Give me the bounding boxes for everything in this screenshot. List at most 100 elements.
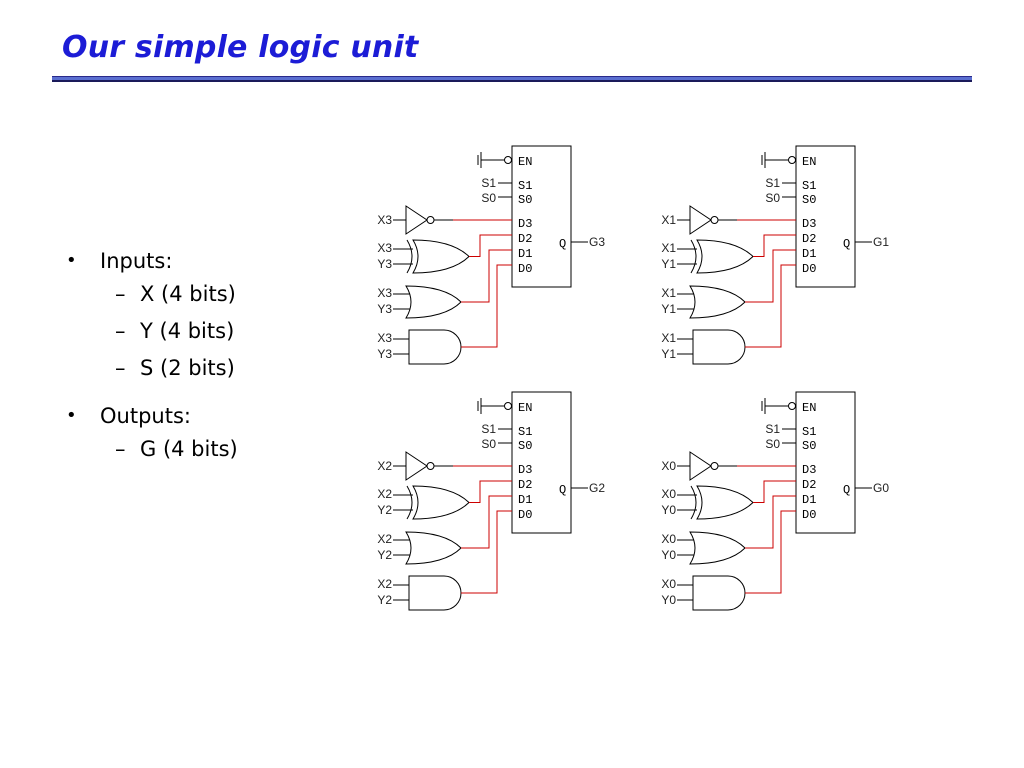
input-label-y: Y2 [377,503,392,517]
input-label-x: X3 [377,331,392,345]
input-label-y: Y1 [661,302,676,316]
input-label-x: X0 [661,459,676,473]
mux-pin-en: EN [802,401,816,415]
input-label-y: Y0 [661,503,676,517]
mux-pin-d0: D0 [802,508,816,522]
mux-pin-d2: D2 [518,232,532,246]
mux-pin-s0: S0 [802,439,816,453]
sub-bullet-text: G (4 bits) [140,437,238,461]
bullet-outputs: • Outputs: [60,401,238,431]
mux-box [511,391,572,534]
xor-gate-icon [696,485,754,520]
input-label-y: Y3 [377,302,392,316]
xor-gate-back-arc [690,485,697,520]
mux-pin-d1: D1 [802,247,816,261]
mux-pin-q: Q [843,483,850,497]
mux-pin-s1: S1 [802,425,816,439]
mux-data-wire-d0 [461,264,512,348]
input-label-y: Y0 [661,548,676,562]
enable-bubble [788,402,796,410]
and-gate-icon [692,575,746,611]
input-label-y: Y0 [661,593,676,607]
mux-pin-s0: S0 [518,193,532,207]
mux-data-wire-d1 [745,495,796,549]
sub-bullet: –X (4 bits) [60,276,238,313]
input-label-x: X0 [661,487,676,501]
bullet-dot-icon: • [66,250,77,271]
mux-box [511,145,572,288]
sub-bullet: –Y (4 bits) [60,313,238,350]
select-label-s0: S0 [765,437,780,451]
mux-pin-q: Q [559,237,566,251]
mux-pin-q: Q [843,237,850,251]
bullet-list: • Inputs: –X (4 bits) –Y (4 bits) –S (2 … [60,246,238,468]
mux-pin-en: EN [518,401,532,415]
mux-data-wire-d1 [461,495,512,549]
dash-icon: – [115,319,126,343]
title-rule [52,76,972,82]
mux-pin-s0: S0 [802,193,816,207]
mux-box [795,391,856,534]
input-label-x: X3 [377,241,392,255]
dash-icon: – [115,282,126,306]
not-gate-bubble [426,216,435,224]
xor-gate-icon [696,239,754,274]
or-gate-icon [405,531,462,565]
mux-pin-d3: D3 [518,217,532,231]
mux-pin-q: Q [559,483,566,497]
input-label-x: X2 [377,459,392,473]
mux-data-wire-d2 [753,234,796,257]
output-label: G0 [873,481,889,495]
sub-bullet-text: X (4 bits) [140,282,236,306]
mux-data-wire-d1 [745,249,796,303]
not-gate-icon [689,451,712,481]
bullet-label: Outputs: [100,404,191,428]
input-label-x: X1 [661,286,676,300]
mux-data-wire-d0 [745,510,796,594]
mux-pin-d1: D1 [518,493,532,507]
bullet-label: Inputs: [100,249,173,273]
input-label-y: Y1 [661,347,676,361]
input-label-x: X0 [661,532,676,546]
input-label-y: Y2 [377,593,392,607]
or-gate-icon [689,531,746,565]
select-label-s0: S0 [481,437,496,451]
not-gate-icon [405,205,428,235]
enable-bubble [504,402,512,410]
and-gate-icon [692,329,746,365]
xor-gate-icon [412,485,470,520]
slide-title: Our simple logic unit [62,30,419,65]
select-label-s1: S1 [481,422,496,436]
mux-box [795,145,856,288]
mux-pin-d2: D2 [802,478,816,492]
input-label-x: X2 [377,487,392,501]
and-gate-icon [408,329,462,365]
input-label-x: X2 [377,577,392,591]
input-label-x: X1 [661,241,676,255]
input-label-x: X1 [661,213,676,227]
mux-data-wire-d1 [461,249,512,303]
xor-gate-icon [412,239,470,274]
select-label-s0: S0 [481,191,496,205]
mux-pin-d1: D1 [802,493,816,507]
dash-icon: – [115,356,126,380]
mux-data-wire-d2 [753,480,796,503]
mux-data-wire-d0 [745,264,796,348]
mux-data-wire-d0 [461,510,512,594]
dash-icon: – [115,437,126,461]
mux-pin-d2: D2 [802,232,816,246]
input-label-x: X1 [661,331,676,345]
bullet-inputs: • Inputs: [60,246,238,276]
mux-pin-d3: D3 [518,463,532,477]
not-gate-icon [405,451,428,481]
input-label-x: X3 [377,286,392,300]
input-label-x: X3 [377,213,392,227]
input-label-y: Y1 [661,257,676,271]
mux-pin-s0: S0 [518,439,532,453]
mux-pin-d1: D1 [518,247,532,261]
select-label-s1: S1 [481,176,496,190]
mux-pin-d0: D0 [518,508,532,522]
